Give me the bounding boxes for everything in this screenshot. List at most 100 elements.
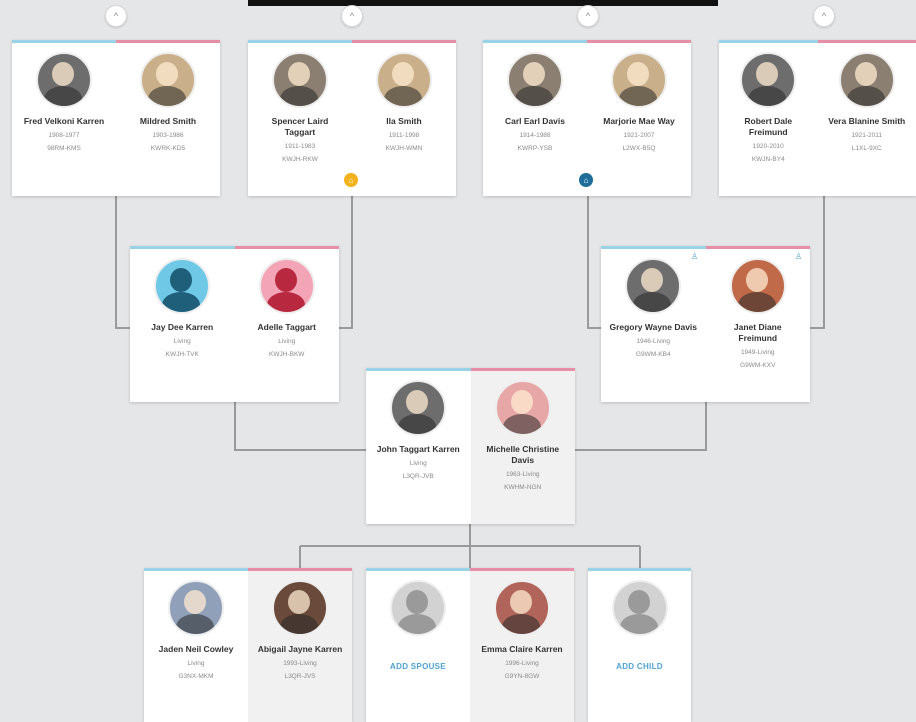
person-photo [376,52,432,108]
chevron-up-icon: ^ [821,11,827,21]
person-dates: 1946-Living [636,338,671,345]
expand-ancestors-button[interactable]: ^ [813,5,835,27]
person-tile[interactable]: Jaden Neil Cowley Living G3NX-MKM [144,568,248,722]
person-photo [494,380,551,436]
couple-card[interactable]: Gregory Wayne Davis 1946-Living G9WM-KB4… [601,246,810,402]
person-id: KWHM-NGN [504,484,542,491]
person-tile[interactable]: Emma Claire Karren 1996-Living G9YN-8GW [470,568,574,722]
person-name: Spencer Laird Taggart [271,116,329,137]
person-tile[interactable]: Carl Earl Davis 1914-1988 KWRP-YSB [483,40,587,196]
top-bar [248,0,718,6]
person-name: Vera Blanine Smith [828,116,906,126]
person-dates: Living [187,660,205,667]
person-dates: 1996-Living [505,660,539,667]
person-photo [625,258,682,314]
person-dates: 1921-2011 [851,132,883,139]
person-icon[interactable]: ♙ [691,252,699,261]
person-id: L3QR-JVB [402,473,434,480]
person-photo [140,52,196,108]
person-tile[interactable]: John Taggart Karren Living L3QR-JVB [366,368,471,524]
person-name: Emma Claire Karren [481,644,563,654]
person-tile[interactable]: Spencer Laird Taggart 1911-1983 KWJH-RKW [248,40,352,196]
person-tile[interactable]: Robert Dale Freimund 1920-2010 KWJN-BY4 [719,40,818,196]
couple-card[interactable]: Robert Dale Freimund 1920-2010 KWJN-BY4 … [719,40,916,196]
person-photo [390,380,447,436]
expand-ancestors-button[interactable]: ^ [341,5,363,27]
person-photo [729,258,786,314]
person-name: Gregory Wayne Davis [609,322,698,332]
person-name: Ila Smith [386,116,422,126]
person-id: KWJN-BY4 [751,156,785,163]
person-name: Jay Dee Karren [151,322,214,332]
person-name: Michelle Christine Davis [486,444,560,465]
person-icon[interactable]: ♙ [795,252,803,261]
person-id: L1XL-9XC [851,145,882,152]
chevron-up-icon: ^ [113,11,119,21]
couple-card[interactable]: Jay Dee Karren Living KWJH-TVK Adelle Ta… [130,246,339,402]
person-dates: 1914-1988 [519,132,551,139]
temple-badge-icon[interactable]: ⌂ [344,173,358,187]
person-id: KWJH-BKW [269,351,305,358]
couple-card[interactable]: Carl Earl Davis 1914-1988 KWRP-YSB Marjo… [483,40,691,196]
person-name: Carl Earl Davis [504,116,565,126]
person-dates: 1903-1986 [152,132,184,139]
person-name: Robert Dale Freimund [744,116,793,137]
person-dates: Living [278,338,296,345]
temple-badge-icon[interactable]: ⌂ [579,173,593,187]
person-placeholder-photo [154,258,211,314]
person-tile[interactable]: Michelle Christine Davis 1963-Living KWH… [470,368,575,524]
person-id: L3QR-JVS [284,673,316,680]
empty-person-icon [611,580,668,636]
person-tile[interactable]: Abigail Jayne Karren 1993-Living L3QR-JV… [248,568,352,722]
person-photo [272,52,328,108]
person-dates: 1908-1977 [48,132,80,139]
person-tile[interactable]: Vera Blanine Smith 1921-2011 L1XL-9XC [818,40,916,196]
person-id: G9WM-KXV [740,362,776,369]
person-tile[interactable]: Fred Velkoni Karren 1908-1977 98RM-KMS [12,40,116,196]
expand-ancestors-button[interactable]: ^ [577,5,599,27]
couple-card[interactable]: ADD SPOUSE Emma Claire Karren 1996-Livin… [366,568,574,722]
add-child-link[interactable]: ADD CHILD [616,662,663,671]
person-name: Marjorie Mae Way [603,116,675,126]
person-photo [838,52,895,108]
couple-card[interactable]: Spencer Laird Taggart 1911-1983 KWJH-RKW… [248,40,456,196]
person-name: Fred Velkoni Karren [23,116,105,126]
person-id: KWRK-KD5 [150,145,186,152]
person-tile[interactable]: Gregory Wayne Davis 1946-Living G9WM-KB4 [601,246,706,402]
expand-ancestors-button[interactable]: ^ [105,5,127,27]
couple-card[interactable]: Fred Velkoni Karren 1908-1977 98RM-KMS M… [12,40,220,196]
person-tile[interactable]: Adelle Taggart Living KWJH-BKW [235,246,340,402]
person-tile[interactable]: Mildred Smith 1903-1986 KWRK-KD5 [116,40,220,196]
person-dates: 1921-2007 [623,132,655,139]
person-dates: 1911-1983 [284,143,316,150]
person-id: KWJH-RKW [282,156,318,163]
person-tile[interactable]: Marjorie Mae Way 1921-2007 L2WX-B5Q [587,40,691,196]
person-dates: Living [409,460,427,467]
person-dates: 1949-Living [740,349,775,356]
person-photo [507,52,563,108]
person-dates: 1993-Living [283,660,317,667]
person-name: Janet Diane Freimund [733,322,782,343]
person-tile[interactable]: Jay Dee Karren Living KWJH-TVK [130,246,235,402]
person-tile[interactable]: Janet Diane Freimund 1949-Living G9WM-KX… [706,246,811,402]
person-photo [168,580,224,636]
person-name: Adelle Taggart [257,322,316,332]
person-dates: 1920-2010 [752,143,784,150]
empty-person-icon [390,580,446,636]
person-photo [740,52,797,108]
add-child-tile[interactable]: ADD CHILD [588,568,691,722]
couple-card[interactable]: Jaden Neil Cowley Living G3NX-MKM Abigai… [144,568,352,722]
focus-couple-card[interactable]: John Taggart Karren Living L3QR-JVB Mich… [366,368,575,524]
person-id: KWJH-TVK [165,351,199,358]
chevron-up-icon: ^ [585,11,591,21]
add-child-card[interactable]: ADD CHILD [588,568,691,722]
person-name: Abigail Jayne Karren [257,644,343,654]
person-id: G9WM-KB4 [635,351,671,358]
person-name: John Taggart Karren [376,444,460,454]
person-tile[interactable]: Ila Smith 1911-1998 KWJH-WMN [352,40,456,196]
add-spouse-tile[interactable]: ADD SPOUSE [366,568,470,722]
person-dates: Living [173,338,191,345]
person-placeholder-photo [258,258,315,314]
add-spouse-link[interactable]: ADD SPOUSE [390,662,446,671]
